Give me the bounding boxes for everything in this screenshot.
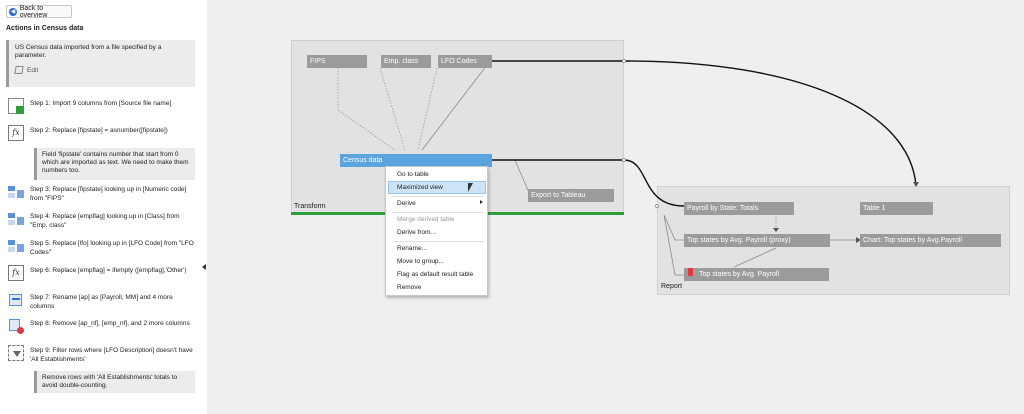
- step-item[interactable]: Step 9: Filter rows where [LFO Descripti…: [8, 345, 198, 364]
- actions-sidebar: ◀ Back to overview Actions in Census dat…: [0, 0, 207, 414]
- node-lfo-codes[interactable]: LFO Codes: [438, 55, 492, 68]
- edit-label: Edit: [27, 66, 39, 74]
- step-text: Step 6: Replace [empflag] = ifempty ([em…: [30, 267, 187, 274]
- step-text: Step 5: Replace [lfo] looking up in [LFO…: [30, 240, 194, 256]
- menu-item-go-to-table[interactable]: Go to table: [397, 171, 429, 178]
- menu-separator: [392, 241, 484, 242]
- node-fips[interactable]: FIPS: [307, 55, 367, 68]
- step-text: Step 3: Replace [fipstate] looking up in…: [30, 186, 187, 202]
- lookup-icon: [8, 184, 24, 200]
- step-text: Step 7: Rename [ap] as [Payroll, MM] and…: [30, 294, 173, 310]
- pencil-icon: [14, 66, 24, 74]
- edit-description-button[interactable]: Edit: [14, 66, 189, 74]
- node-emp-class[interactable]: Emp. class: [381, 55, 431, 68]
- rename-icon: [8, 292, 24, 308]
- menu-item-derive[interactable]: Derive: [397, 200, 416, 207]
- sidebar-title: Actions in Census data: [6, 25, 84, 32]
- step-comment: Remove rows with 'All Establishments' to…: [34, 371, 195, 393]
- node-top-states-payroll[interactable]: Top states by Avg. Payroll: [684, 268, 829, 281]
- node-context-menu: Go to table Maximized view Derive Merge …: [385, 166, 488, 296]
- import-icon: [8, 98, 24, 114]
- step-item[interactable]: Step 4: Replace [empflag] looking up in …: [8, 211, 198, 230]
- menu-item-rename[interactable]: Rename...: [397, 245, 427, 252]
- menu-item-flag-default[interactable]: Flag as default result table: [397, 271, 474, 278]
- menu-highlight: [388, 181, 486, 194]
- node-table-1[interactable]: Table 1: [860, 202, 933, 215]
- back-arrow-icon: ◀: [9, 7, 17, 16]
- node-top-states-proxy[interactable]: Top states by Avg. Payroll (proxy): [684, 234, 830, 247]
- node-chart-top-states[interactable]: Chart: Top states by Avg.Payroll: [860, 234, 1001, 247]
- filter-icon: [8, 345, 24, 361]
- function-icon: fx: [8, 125, 24, 141]
- step-item[interactable]: fx Step 2: Replace [fipstate] = asnumber…: [8, 125, 198, 141]
- step-item[interactable]: Step 3: Replace [fipstate] looking up in…: [8, 184, 198, 203]
- mouse-cursor-icon: [468, 183, 473, 192]
- report-group-label: Report: [661, 283, 683, 290]
- node-payroll-by-state[interactable]: Payroll by State: Totals: [684, 202, 794, 215]
- remove-columns-icon: [8, 318, 24, 334]
- step-item[interactable]: fx Step 6: Replace [empflag] = ifempty (…: [8, 265, 198, 281]
- step-text: Step 1: Import 9 columns from [Source fi…: [30, 100, 172, 107]
- node-census-data[interactable]: Census data: [340, 154, 492, 167]
- step-text: Step 4: Replace [empflag] looking up in …: [30, 213, 180, 229]
- step-comment: Field 'fipstate' contains number that st…: [34, 148, 195, 180]
- menu-item-merge-derived-table: Merge derived table: [397, 216, 455, 223]
- menu-separator: [392, 196, 484, 197]
- collapse-sidebar-handle[interactable]: [202, 264, 206, 270]
- default-result-flag-icon: [688, 268, 693, 276]
- lookup-icon: [8, 238, 24, 254]
- menu-item-move-to-group[interactable]: Move to group...: [397, 258, 444, 265]
- menu-separator: [392, 212, 484, 213]
- step-item[interactable]: Step 7: Rename [ap] as [Payroll, MM] and…: [8, 292, 198, 311]
- step-item[interactable]: Step 8: Remove [ap_nf], [emp_nf], and 2 …: [8, 318, 198, 334]
- lookup-icon: [8, 211, 24, 227]
- step-item[interactable]: Step 5: Replace [lfo] looking up in [LFO…: [8, 238, 198, 257]
- back-to-overview-button[interactable]: ◀ Back to overview: [6, 4, 72, 19]
- step-text: Step 8: Remove [ap_nf], [emp_nf], and 2 …: [30, 320, 190, 327]
- back-button-label: Back to overview: [19, 4, 48, 19]
- step-text: Step 2: Replace [fipstate] = asnumber([f…: [30, 127, 168, 134]
- menu-item-remove[interactable]: Remove: [397, 284, 422, 291]
- description-text: US Census data imported from a file spec…: [15, 44, 162, 59]
- submenu-arrow-icon: [480, 200, 483, 204]
- step-item[interactable]: Step 1: Import 9 columns from [Source fi…: [8, 98, 198, 114]
- node-export-to-tableau[interactable]: Export to Tableau: [528, 189, 614, 202]
- transform-group-label: Transform: [294, 203, 326, 210]
- menu-item-derive-from[interactable]: Derive from...: [397, 229, 437, 236]
- function-icon: fx: [8, 265, 24, 281]
- table-description: US Census data imported from a file spec…: [6, 40, 195, 87]
- menu-item-maximized-view[interactable]: Maximized view: [397, 184, 443, 191]
- step-text: Step 9: Filter rows where [LFO Descripti…: [30, 347, 193, 363]
